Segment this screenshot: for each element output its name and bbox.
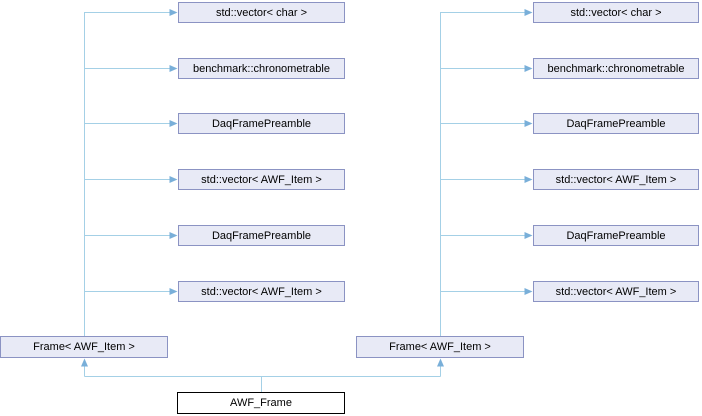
usage-arrowheads-right: [524, 9, 533, 295]
node-benchmark-chronometrable[interactable]: benchmark::chronometrable: [178, 58, 345, 79]
node-awf-frame-main: AWF_Frame: [177, 392, 345, 414]
node-std-vector-awf-item[interactable]: std::vector< AWF_Item >: [178, 281, 345, 302]
arrowhead-right-icon: [524, 65, 533, 72]
arrowhead-up-icon: [81, 358, 88, 367]
inheritance-arrowheads: [81, 358, 444, 367]
arrowhead-right-icon: [169, 232, 178, 239]
usage-edge-trunk-left: [84, 12, 170, 336]
node-frame-awf-item-left[interactable]: Frame< AWF_Item >: [0, 336, 168, 358]
arrowhead-right-icon: [524, 232, 533, 239]
node-std-vector-awf-item[interactable]: std::vector< AWF_Item >: [533, 169, 699, 190]
usage-edges-left: [84, 12, 170, 336]
node-daqframepreamble[interactable]: DaqFramePreamble: [178, 113, 345, 134]
usage-edges-right: [440, 12, 525, 336]
node-std-vector-awf-item[interactable]: std::vector< AWF_Item >: [533, 281, 699, 302]
arrowhead-right-icon: [524, 288, 533, 295]
usage-arrowheads-left: [169, 9, 178, 295]
arrowhead-right-icon: [524, 120, 533, 127]
node-daqframepreamble[interactable]: DaqFramePreamble: [178, 225, 345, 246]
node-benchmark-chronometrable[interactable]: benchmark::chronometrable: [533, 58, 699, 79]
node-frame-awf-item-right[interactable]: Frame< AWF_Item >: [356, 336, 524, 358]
usage-edge-trunk-right: [440, 12, 525, 336]
arrowhead-up-icon: [437, 358, 444, 367]
arrowhead-right-icon: [169, 9, 178, 16]
inheritance-edges: [84, 365, 441, 392]
arrowhead-right-icon: [169, 120, 178, 127]
arrowhead-right-icon: [524, 176, 533, 183]
arrowhead-right-icon: [524, 9, 533, 16]
node-std-vector-awf-item[interactable]: std::vector< AWF_Item >: [178, 169, 345, 190]
node-daqframepreamble[interactable]: DaqFramePreamble: [533, 113, 699, 134]
node-std-vector-char[interactable]: std::vector< char >: [178, 2, 345, 23]
node-daqframepreamble[interactable]: DaqFramePreamble: [533, 225, 699, 246]
node-std-vector-char[interactable]: std::vector< char >: [533, 2, 699, 23]
arrowhead-right-icon: [169, 65, 178, 72]
arrowhead-right-icon: [169, 288, 178, 295]
arrowhead-right-icon: [169, 176, 178, 183]
